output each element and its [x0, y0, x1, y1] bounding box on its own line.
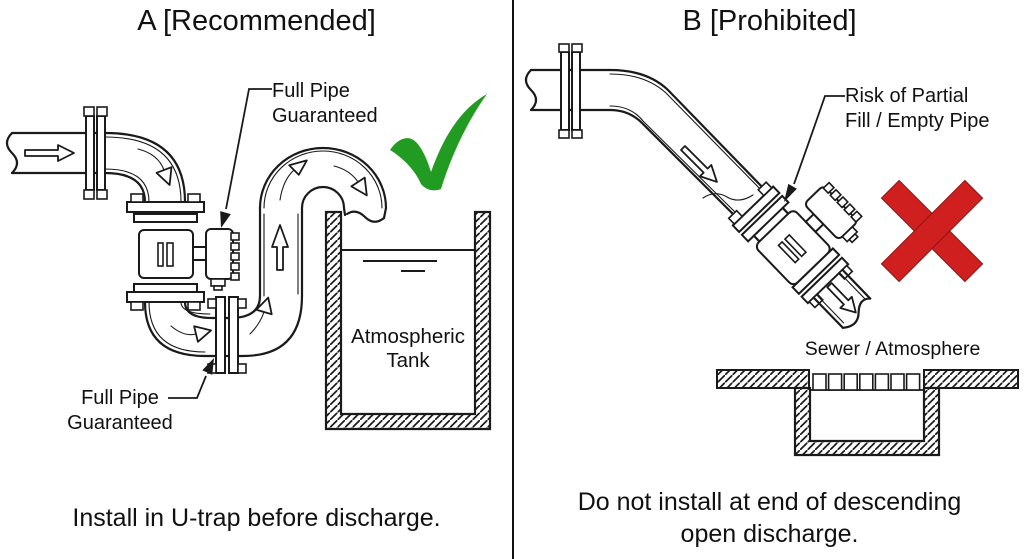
flow-arrow-shaft: [137, 148, 165, 171]
flowmeter-b: [727, 181, 872, 329]
inlet-flange: [83, 106, 108, 200]
label-atmospheric-tank: Atmospheric Tank: [351, 325, 465, 372]
label-sewer-atmosphere: Sewer / Atmosphere: [804, 338, 981, 360]
transmitter-neck: [192, 246, 207, 261]
leader-top: [220, 88, 272, 228]
leader-risk: [784, 95, 845, 202]
trap-flow-arrows: [170, 159, 368, 343]
label-full-pipe-top: Full Pipe Guaranteed: [272, 80, 378, 127]
panel-divider: [512, 0, 514, 559]
open-pipe-end: [345, 210, 386, 223]
meter-body: [138, 229, 194, 279]
u-trap-flange: [207, 296, 247, 374]
panel-a-caption: Install in U-trap before discharge.: [72, 504, 441, 532]
panel-a-title: A [Recommended]: [137, 5, 376, 37]
label-full-pipe-bottom: Full Pipe Guaranteed: [67, 387, 173, 434]
panel-a-drawing: [5, 88, 492, 431]
panel-b-drawing: [524, 43, 1019, 457]
check-icon: [390, 94, 487, 191]
atmospheric-tank: [324, 210, 492, 431]
flow-arrow: [680, 145, 718, 183]
panel-b-caption: Do not install at end of descending open…: [577, 488, 962, 548]
flow-arrow: [826, 282, 857, 314]
partial-fill-line: [702, 193, 754, 201]
flow-arrow: [155, 166, 173, 186]
panel-b-title: B [Prohibited]: [682, 5, 857, 37]
inlet-flange-b: [558, 43, 583, 139]
transmitter-housing: [205, 228, 234, 280]
flowmeter-a: [126, 193, 240, 311]
elbow: [103, 131, 187, 204]
label-risk-partial-fill: Risk of Partial Fill / Empty Pipe: [845, 85, 990, 132]
descending-pipe: [524, 68, 769, 222]
cross-icon: [880, 179, 984, 283]
drain-grate: [810, 373, 924, 391]
open-pipe-end: [841, 297, 872, 329]
flow-arrow: [24, 144, 75, 162]
u-trap-pipe: [143, 146, 388, 358]
sewer-drain: [716, 369, 1019, 457]
leader-bottom: [168, 358, 214, 399]
